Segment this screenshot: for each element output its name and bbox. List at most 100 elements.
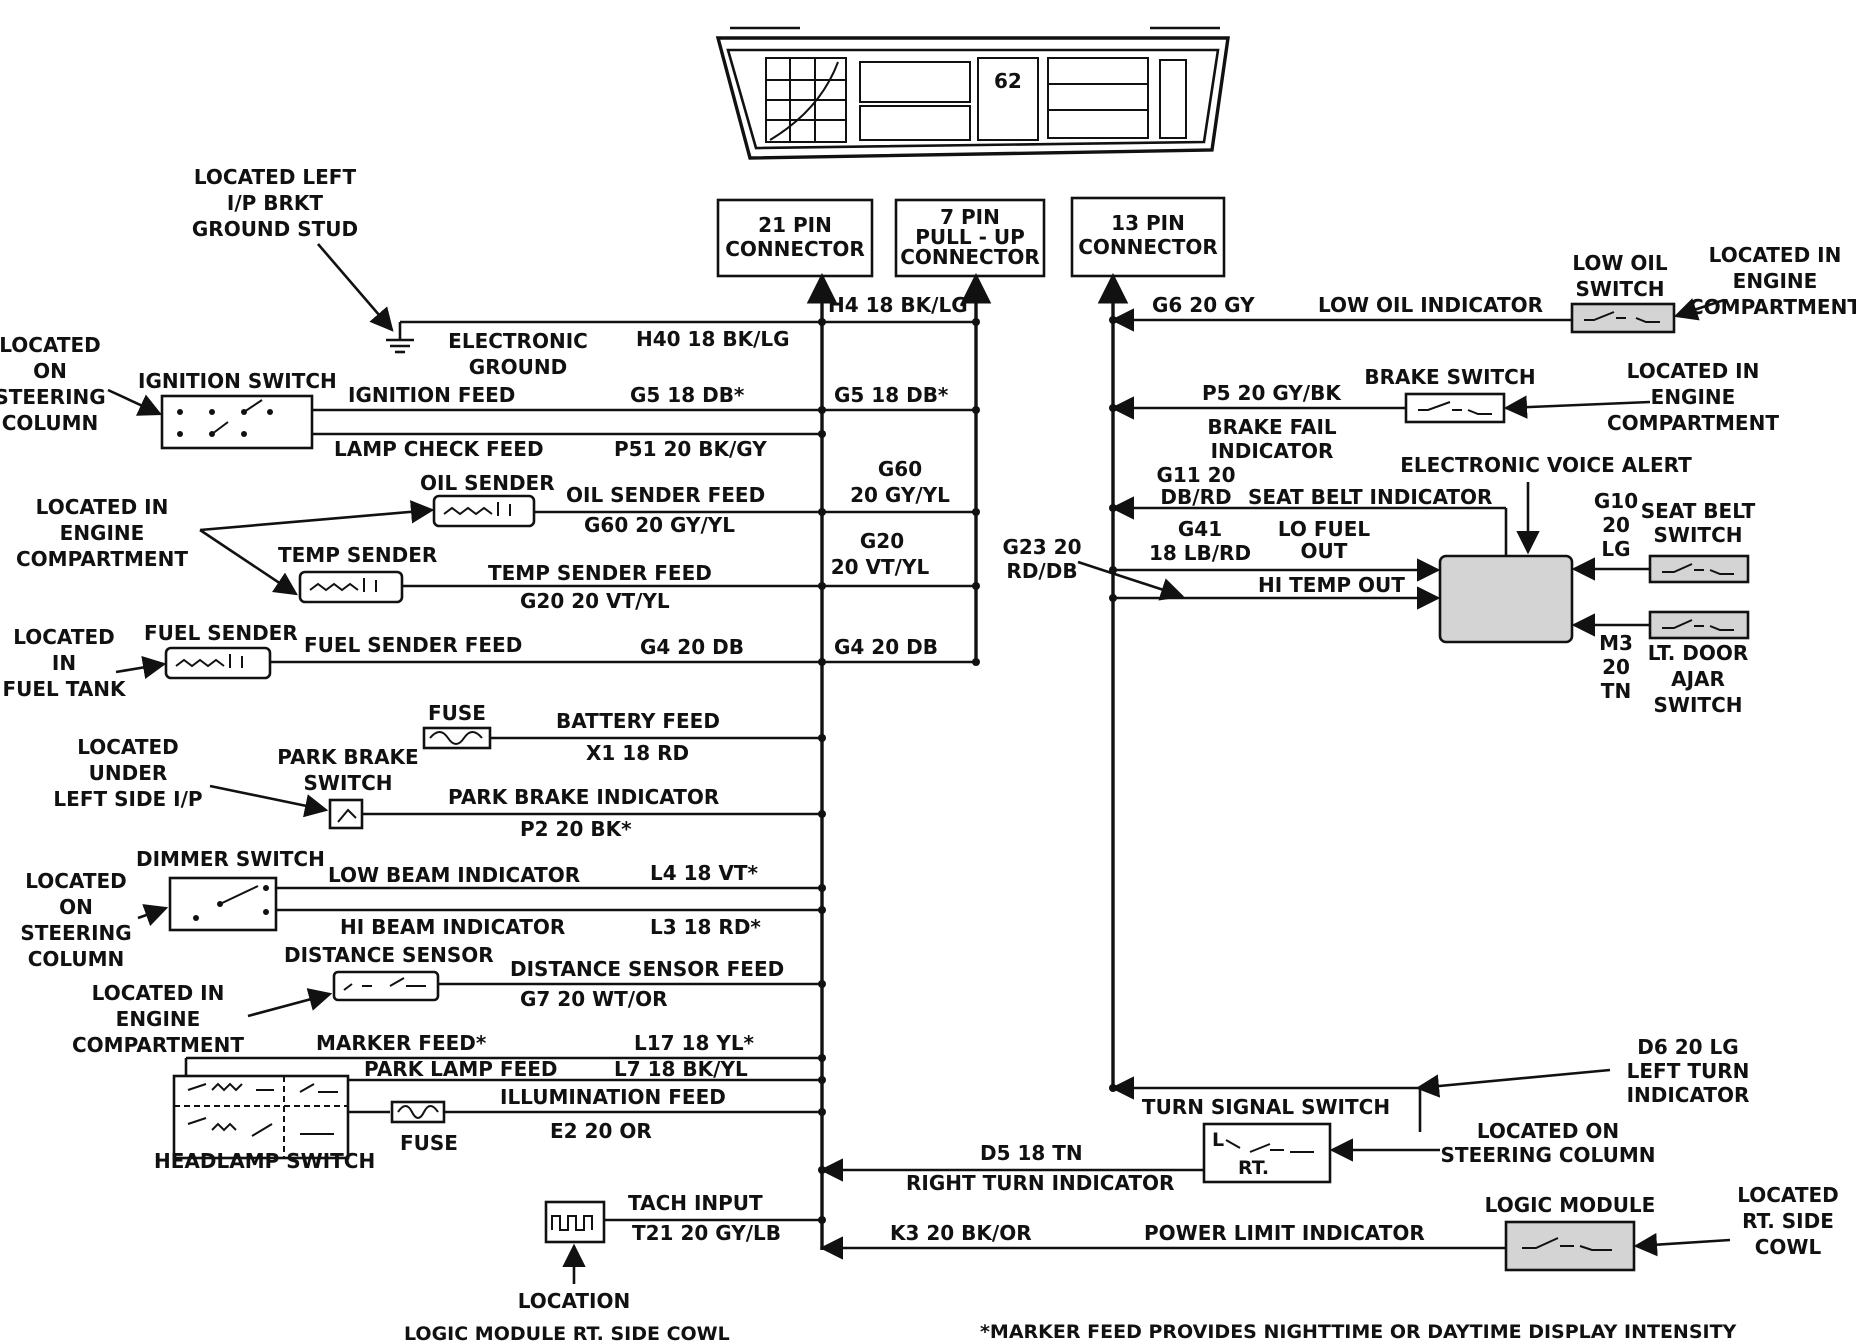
ground-wire-label: H40 18 BK/LG — [636, 327, 790, 351]
voice_alert-door_name-2-label: SWITCH — [1654, 693, 1743, 717]
distance-name-label: DISTANCE SENSOR — [284, 943, 494, 967]
turn-signal-circuit: D6 20 LG LEFT TURN INDICATOR TURN SIGNAL… — [818, 1035, 1749, 1195]
connectors-pin7-2-label: CONNECTOR — [900, 245, 1040, 269]
voice_alert-name-label: ELECTRONIC VOICE ALERT — [1400, 453, 1692, 477]
fuel-location-0-label: LOCATED — [13, 625, 115, 649]
fuel-wire_right-label: G4 20 DB — [834, 635, 938, 659]
turn_signal-right_wire-label: D5 18 TN — [980, 1141, 1083, 1165]
logic-indicator-label: POWER LIMIT INDICATOR — [1144, 1221, 1425, 1245]
fuel-circuit: LOCATED IN FUEL TANK FUEL SENDER FUEL SE… — [2, 621, 980, 701]
footnote: *MARKER FEED PROVIDES NIGHTTIME OR DAYTI… — [980, 1321, 1737, 1343]
low_oil-name-0-label: LOW OIL — [1572, 251, 1668, 275]
senders-temp_right-0-label: G20 — [860, 529, 904, 553]
distance-location-0-label: LOCATED IN — [92, 981, 225, 1005]
voice_alert-hi_temp_wire-0-label: G23 20 — [1002, 535, 1081, 559]
voice_alert-lo_fuel_wire-0-label: G41 — [1178, 517, 1222, 541]
ground-location-1-label: I/P BRKT — [227, 191, 324, 215]
dimmer-location-1-label: ON — [59, 895, 93, 919]
senders-oil_right-1-label: 20 GY/YL — [850, 483, 950, 507]
brake-location-0-label: LOCATED IN — [1627, 359, 1760, 383]
connector-13-pin: 13 PIN CONNECTOR — [1070, 196, 1226, 278]
dimmer-hi_wire-label: L3 18 RD* — [650, 915, 761, 939]
fuel-location-1-label: IN — [52, 651, 76, 675]
battery-wire-label: X1 18 RD — [586, 741, 689, 765]
turn_signal-name-label: TURN SIGNAL SWITCH — [1142, 1095, 1390, 1119]
senders-location-2-label: COMPARTMENT — [16, 547, 188, 571]
logic-module-circuit: LOGIC MODULE LOCATED RT. SIDE COWL K3 20… — [819, 1183, 1839, 1272]
senders-temp_wire-label: G20 20 VT/YL — [520, 589, 670, 613]
low-oil-circuit: LOW OIL SWITCH LOCATED IN ENGINE COMPART… — [1109, 243, 1856, 334]
brake-indicator-0-label: BRAKE FAIL — [1207, 415, 1337, 439]
park_brake-location-0-label: LOCATED — [77, 735, 179, 759]
distance-feed-label: DISTANCE SENSOR FEED — [510, 957, 784, 981]
fuel-wire-label: G4 20 DB — [640, 635, 744, 659]
battery-feed-label: BATTERY FEED — [556, 709, 720, 733]
voice_alert-seat_switch_wire-1-label: 20 — [1602, 513, 1630, 537]
voice_alert-hi_temp_wire-1-label: RD/DB — [1006, 559, 1077, 583]
dimmer-low-label: LOW BEAM INDICATOR — [328, 863, 580, 887]
turn_signal-location-0-label: LOCATED ON — [1477, 1119, 1619, 1143]
turn_signal-switch_l-label: L — [1212, 1129, 1224, 1151]
voice-alert-circuit: ELECTRONIC VOICE ALERT G11 20 DB/RD SEAT… — [1002, 453, 1755, 717]
voice_alert-seat_switch_wire-0-label: G10 — [1594, 489, 1638, 513]
dimmer-name-label: DIMMER SWITCH — [136, 847, 325, 871]
connectors-pin7-0-label: 7 PIN — [940, 205, 1000, 229]
logic-location-1-label: RT. SIDE — [1742, 1209, 1834, 1233]
fuel-name-label: FUEL SENDER — [144, 621, 298, 645]
low_oil-name-1-label: SWITCH — [1576, 277, 1665, 301]
battery-circuit: FUSE BATTERY FEED X1 18 RD — [422, 701, 826, 765]
brake-wire-label: P5 20 GY/BK — [1202, 381, 1342, 405]
voice_alert-seat_switch_name-1-label: SWITCH — [1654, 523, 1743, 547]
voice_alert-seat_switch_wire-2-label: LG — [1601, 537, 1630, 561]
turn_signal-switch_rt-label: RT. — [1238, 1157, 1269, 1179]
brake-location-1-label: ENGINE — [1651, 385, 1736, 409]
connectors-pin7-1-label: PULL - UP — [915, 225, 1025, 249]
senders-location-0-label: LOCATED IN — [36, 495, 169, 519]
sender-circuits: LOCATED IN ENGINE COMPARTMENT OIL SENDER… — [16, 457, 980, 613]
distance-circuit: LOCATED IN ENGINE COMPARTMENT DISTANCE S… — [72, 943, 826, 1057]
dimmer-location-2-label: STEERING — [20, 921, 131, 945]
ignition-wire_right-label: G5 18 DB* — [834, 383, 949, 407]
ground-label-1-label: GROUND — [469, 355, 567, 379]
voice_alert-lo_fuel_wire-1-label: 18 LB/RD — [1149, 541, 1251, 565]
dimmer-location-0-label: LOCATED — [25, 869, 127, 893]
voice_alert-seat_switch_name-0-label: SEAT BELT — [1641, 499, 1756, 523]
brake-switch — [1404, 392, 1506, 424]
voice_alert-lo_fuel_label-1-label: OUT — [1301, 539, 1348, 563]
low_oil-location-0-label: LOCATED IN — [1709, 243, 1842, 267]
turn_signal-left_wire-2-label: INDICATOR — [1627, 1083, 1750, 1107]
ground-label-0-label: ELECTRONIC — [448, 329, 588, 353]
brake-name-label: BRAKE SWITCH — [1364, 365, 1535, 389]
park_brake-indicator-label: PARK BRAKE INDICATOR — [448, 785, 719, 809]
voice_alert-seat_belt_wire-0-label: G11 20 — [1156, 463, 1235, 487]
connectors-pin13-1-label: CONNECTOR — [1078, 235, 1218, 259]
headlamp-name-label: HEADLAMP SWITCH — [154, 1149, 375, 1173]
fuel-feed-label: FUEL SENDER FEED — [304, 633, 522, 657]
turn_signal-right_label-label: RIGHT TURN INDICATOR — [906, 1171, 1174, 1195]
senders-oil_right-0-label: G60 — [878, 457, 922, 481]
senders-temp_name-label: TEMP SENDER — [278, 543, 437, 567]
electronic-voice-alert-module — [1438, 554, 1574, 644]
ignition-location-0-label: LOCATED — [0, 333, 101, 357]
turn_signal-left_wire-0-label: D6 20 LG — [1637, 1035, 1738, 1059]
connectors-pin13-0-label: 13 PIN — [1111, 211, 1185, 235]
distance-wire-label: G7 20 WT/OR — [520, 987, 668, 1011]
park-brake-switch — [328, 798, 364, 830]
instrument-cluster: 62 — [715, 26, 1230, 160]
low_oil-location-2-label: COMPARTMENT — [1689, 295, 1856, 319]
dimmer-low_wire-label: L4 18 VT* — [650, 861, 759, 885]
ground-circuit: LOCATED LEFT I/P BRKT GROUND STUD ELECTR… — [192, 165, 980, 379]
headlamp-park_feed-label: PARK LAMP FEED — [364, 1057, 558, 1081]
senders-oil_feed-label: OIL SENDER FEED — [566, 483, 765, 507]
voice_alert-door_wire-2-label: TN — [1601, 679, 1631, 703]
headlamp-marker_feed-label: MARKER FEED* — [316, 1031, 487, 1055]
brake-circuit: BRAKE SWITCH LOCATED IN ENGINE COMPARTME… — [1109, 359, 1779, 463]
distance-sensor — [332, 970, 440, 1002]
voice_alert-door_wire-0-label: M3 — [1599, 631, 1633, 655]
fuse-icon — [422, 726, 492, 750]
bus-lines — [806, 272, 1129, 1250]
tach-circuit: TACH INPUT T21 20 GY/LB LOCATION LOGIC M… — [404, 1191, 826, 1344]
low_oil-location-1-label: ENGINE — [1733, 269, 1818, 293]
ignition-circuit: LOCATED ON STEERING COLUMN IGNITION SWIT… — [0, 333, 980, 461]
